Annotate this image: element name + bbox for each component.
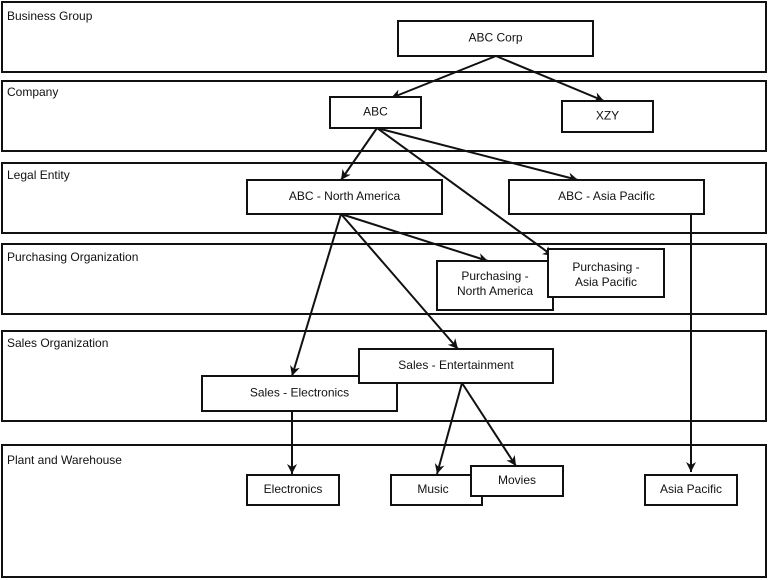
level-plant-and-warehouse: Plant and Warehouse	[1, 444, 767, 578]
node-label-abc-corp: ABC Corp	[468, 31, 522, 45]
edge-abc-north-america-to-sales-electronics	[290, 213, 342, 377]
level-label-purchasing-organization: Purchasing Organization	[7, 250, 138, 264]
node-purchasing-north-america: Purchasing - North America	[436, 260, 554, 311]
edge-abc-north-america-to-purchasing-north-america	[340, 213, 489, 263]
node-label-asia-pacific: Asia Pacific	[660, 482, 722, 496]
edge-sales-entertainment-to-music	[434, 382, 463, 475]
node-asia-pacific: Asia Pacific	[644, 474, 738, 506]
node-abc-asia-pacific: ABC - Asia Pacific	[508, 179, 705, 215]
node-abc: ABC	[329, 96, 422, 129]
node-label-movies: Movies	[498, 473, 536, 487]
edge-abc-to-abc-asia-pacific	[376, 127, 579, 183]
level-label-company: Company	[7, 85, 58, 99]
node-label-abc-asia-pacific: ABC - Asia Pacific	[558, 189, 655, 203]
node-label-electronics: Electronics	[264, 482, 323, 496]
node-label-sales-electronics: Sales - Electronics	[250, 386, 349, 400]
node-label-purchasing-asia-pacific-line2: Asia Pacific	[575, 275, 637, 289]
node-label-purchasing-north-america-line1: Purchasing -	[461, 269, 528, 283]
level-label-sales-organization: Sales Organization	[7, 336, 108, 350]
node-label-music: Music	[417, 482, 448, 496]
level-label-plant-and-warehouse: Plant and Warehouse	[7, 453, 122, 467]
edge-abc-north-america-to-sales-entertainment	[340, 213, 459, 350]
node-abc-north-america: ABC - North America	[246, 179, 443, 215]
node-sales-entertainment: Sales - Entertainment	[358, 348, 554, 384]
node-label-abc: ABC	[363, 105, 388, 119]
level-label-business-group: Business Group	[7, 9, 93, 23]
node-label-sales-entertainment: Sales - Entertainment	[398, 358, 514, 372]
node-label-abc-north-america: ABC - North America	[289, 189, 401, 203]
level-label-legal-entity: Legal Entity	[7, 168, 70, 182]
node-label-purchasing-north-america-line2: North America	[457, 284, 533, 298]
node-music: Music	[390, 474, 483, 506]
edge-sales-entertainment-to-movies	[461, 382, 517, 467]
edge-abc-to-abc-north-america	[340, 127, 378, 181]
edge-abc-to-purchasing-asia-pacific	[376, 127, 554, 257]
edge-abc-corp-to-xzy	[495, 55, 605, 102]
edge-abc-corp-to-abc	[390, 55, 497, 99]
node-purchasing-asia-pacific: Purchasing - Asia Pacific	[547, 248, 665, 298]
node-label-xzy: XZY	[596, 109, 619, 123]
node-electronics: Electronics	[246, 474, 340, 506]
node-xzy: XZY	[561, 100, 654, 133]
node-abc-corp: ABC Corp	[397, 20, 594, 57]
level-business-group: Business Group	[1, 1, 767, 73]
diagram-edges	[287, 55, 696, 475]
node-movies: Movies	[470, 465, 564, 497]
node-label-purchasing-asia-pacific-line1: Purchasing -	[572, 260, 639, 274]
